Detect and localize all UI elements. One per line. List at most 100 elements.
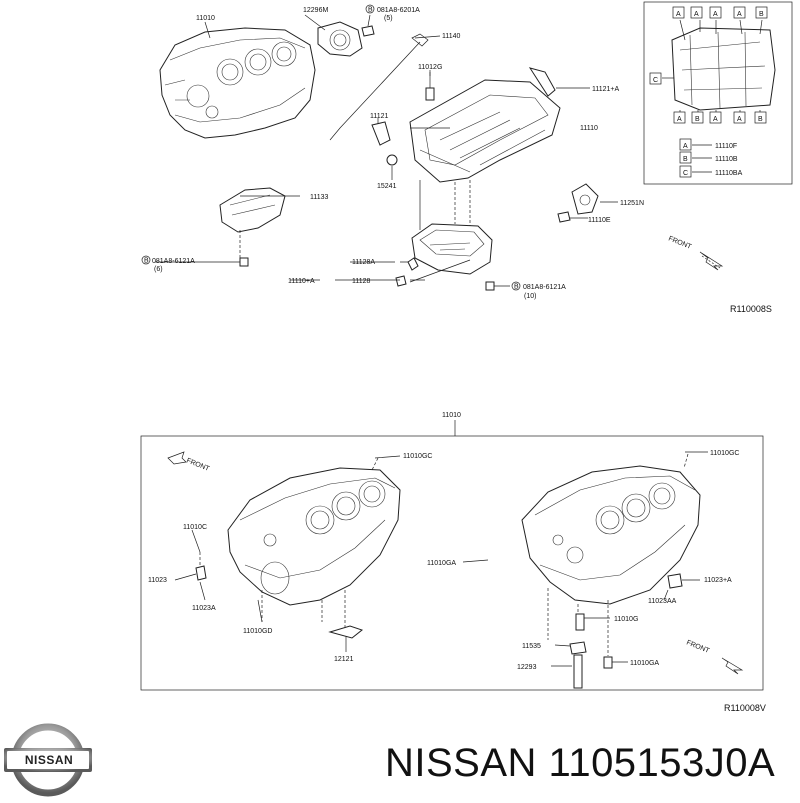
inset-side-letter: C [653, 77, 658, 84]
inset-box: A A A A B C A B A A B A B C 11110F 11110… [643, 1, 793, 185]
inset-top-letter-box-1 [690, 6, 703, 19]
label-12121: 12121 [334, 656, 354, 663]
label-11110a: 11110+A [288, 278, 315, 285]
plug-15241 [386, 154, 398, 166]
ref-r110008v: R110008V [724, 703, 766, 713]
sensor-11535 [569, 641, 587, 655]
label-11535: 11535 [522, 643, 541, 650]
part-12121 [328, 625, 364, 639]
b-mark-1 [365, 4, 375, 14]
label-11010g: 11010G [614, 616, 638, 623]
label-11010ga-left: 11010GA [427, 560, 456, 567]
b-mark-3-text: B [514, 284, 519, 291]
label-front-top: FRONT [667, 235, 693, 251]
seal-bolt [361, 25, 375, 37]
seal-11251n [571, 183, 599, 215]
inset-top-letter-1: A [694, 11, 699, 18]
nissan-logo: NISSAN [2, 722, 94, 798]
label-front-right: FRONT [685, 639, 711, 655]
b-mark-2 [141, 255, 151, 265]
label-11110e: 11110E [588, 217, 611, 224]
dowel-11010ga-right [603, 656, 613, 669]
legend-part-0: 11110F [715, 143, 737, 150]
label-11128a: 11128A [352, 259, 375, 266]
label-bolt2-qty: (6) [154, 266, 163, 273]
label-15241: 15241 [377, 183, 397, 190]
label-11010-bottom: 11010 [442, 412, 461, 419]
nissan-logo-text: NISSAN [12, 752, 86, 768]
label-11121: 11121 [370, 113, 389, 120]
label-11010gc-left: 11010GC [403, 453, 432, 460]
label-11010c: 11010C [183, 524, 207, 531]
label-11023aa: 11023AA [648, 598, 677, 605]
legend-key-box-0 [679, 138, 692, 151]
legend-key-2: C [683, 170, 688, 177]
inset-side-letter-box [649, 72, 662, 85]
label-bolt2-code: 081A8-6121A [152, 258, 195, 265]
legend-key-box-2 [679, 165, 692, 178]
lower-oil-pan [411, 223, 493, 275]
label-11010gd: 11010GD [243, 628, 272, 635]
inset-top-letter-3: A [737, 11, 742, 18]
legend-part-2: 11110BA [715, 170, 743, 177]
label-11010gc-right: 11010GC [710, 450, 739, 457]
label-12296m: 12296M [303, 7, 328, 14]
upper-oil-pan-11110 [409, 79, 561, 183]
front-arrow-top [699, 251, 724, 271]
ref-r110008s: R110008S [730, 304, 772, 314]
inset-bottom-letter-4: B [758, 116, 763, 123]
label-front-left: FRONT [185, 457, 211, 473]
bolt-081a8-6121a-right [485, 281, 495, 291]
inset-top-letter-box-3 [733, 6, 746, 19]
drain-plug-11128 [395, 275, 407, 287]
bolt-081a8-6121a-left [239, 257, 249, 267]
inset-bottom-letter-2: A [713, 116, 718, 123]
label-bolt1-code: 081A8-6201A [377, 7, 420, 14]
b-mark-2-text: B [144, 258, 149, 265]
label-11128: 11128 [352, 278, 371, 285]
baffle-plate-11133 [219, 187, 286, 233]
front-arrow-right [721, 657, 744, 675]
rear-oil-seal-12296m [317, 21, 363, 57]
label-bolt3-code: 081A8-6121A [523, 284, 566, 291]
legend-key-0: A [683, 143, 688, 150]
label-bolt1-qty: (5) [384, 15, 393, 22]
label-11023a-right: 11023+A [704, 577, 732, 584]
legend-part-1: 11110B [715, 156, 738, 163]
engine-block-left [227, 467, 401, 606]
part-number-caption: NISSAN 1105153J0A [385, 741, 776, 785]
bolt-11110e [557, 211, 571, 223]
dowel-11010g [575, 613, 585, 631]
inset-top-letter-box-4 [755, 6, 768, 19]
bottom-frame [140, 435, 764, 691]
inset-bottom-letter-1: B [695, 116, 700, 123]
bracket-11121-a [528, 67, 556, 97]
label-11023: 11023 [148, 577, 167, 584]
label-bolt3-qty: (10) [524, 293, 536, 300]
dipstick-11140 [329, 33, 429, 141]
oil-filter-stud-11012g [425, 87, 435, 101]
label-11110: 11110 [580, 125, 598, 132]
drain-plug-11128a [407, 257, 419, 271]
bottom-diagram: 11010 [140, 412, 766, 713]
bracket-11121 [371, 121, 391, 146]
label-11023a: 11023A [192, 605, 216, 612]
legend-key-1: B [683, 156, 688, 163]
inset-top-letter-2: A [713, 11, 718, 18]
top-diagram: 11010 12296M B 081A8-6201A (5) 11140 110… [141, 1, 793, 314]
bolt-12293 [573, 654, 583, 689]
label-12293: 12293 [517, 664, 537, 671]
inset-bottom-letter-0: A [677, 116, 682, 123]
inset-bottom-letter-box-4 [754, 111, 767, 124]
label-11010-top: 11010 [196, 15, 215, 22]
label-11251n: 11251N [620, 200, 644, 207]
inset-bottom-letter-3: A [737, 116, 742, 123]
engine-block-right [521, 465, 701, 605]
label-11010ga-right: 11010GA [630, 660, 659, 667]
label-11140: 11140 [442, 33, 461, 40]
plug-11023 [195, 565, 207, 581]
inset-bottom-letter-box-2 [709, 111, 722, 124]
legend-key-box-1 [679, 151, 692, 164]
plug-11023a-right [667, 573, 683, 589]
